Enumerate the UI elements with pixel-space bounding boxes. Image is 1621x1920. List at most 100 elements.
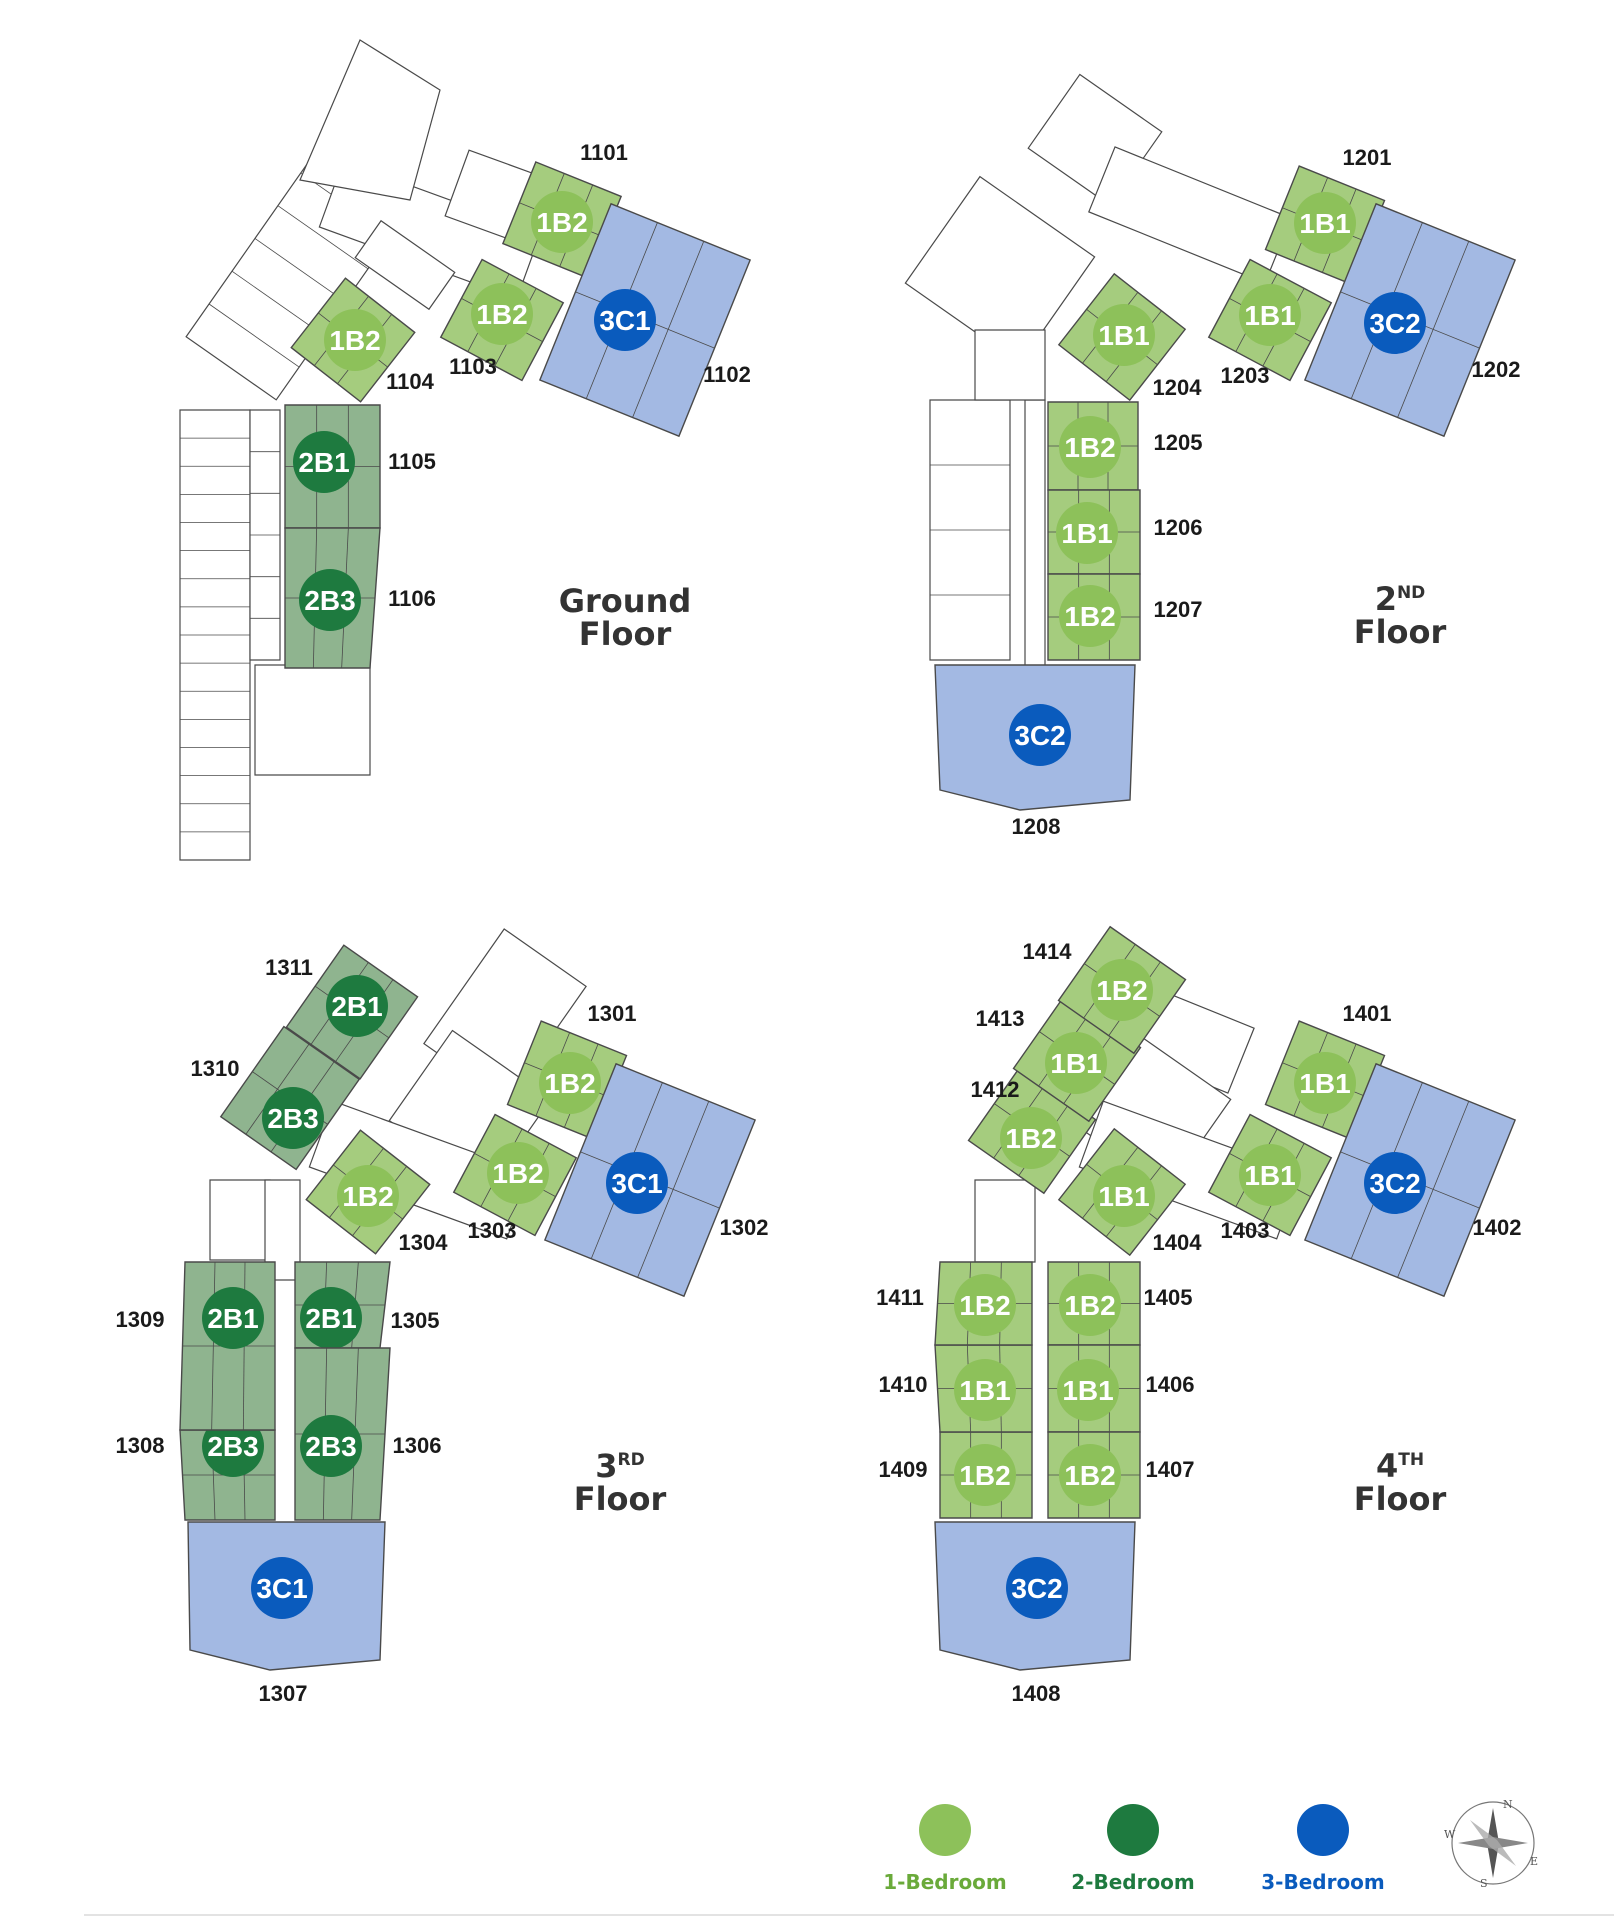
unit-number: 1207 (1154, 597, 1203, 622)
floor-number-suffix: ND (1397, 583, 1425, 603)
compass-south: S (1480, 1877, 1488, 1890)
unit-type-badge (202, 1287, 264, 1349)
unit-type-label: 1B2 (1005, 1123, 1056, 1154)
unit-type-label: 2B1 (331, 991, 382, 1022)
unit-type-label: 1B2 (1064, 432, 1115, 463)
compass-east: E (1530, 1855, 1538, 1868)
legend-label: 1-Bedroom (883, 1870, 1007, 1894)
unit: 1B2 1303 (452, 1113, 578, 1243)
unit-type-badge (1059, 585, 1121, 647)
unit-type-label: 1B1 (1244, 1160, 1295, 1191)
unit-type-label: 1B2 (1064, 1290, 1115, 1321)
building-outline (1088, 146, 1292, 284)
unit-type-badge (487, 1142, 549, 1204)
unit-type-label: 1B2 (492, 1158, 543, 1189)
floor-title-main: Ground (559, 582, 692, 620)
unit-type-badge (326, 975, 388, 1037)
unit-number: 1204 (1153, 375, 1203, 400)
unit-type-label: 1B2 (476, 299, 527, 330)
unit-number: 1308 (116, 1433, 165, 1458)
unit-type-label: 1B1 (1098, 320, 1149, 351)
unit-type-label: 1B1 (959, 1375, 1010, 1406)
unit-type-badge (299, 569, 361, 631)
building-outline (254, 664, 371, 776)
floor-number: 3 (595, 1447, 617, 1485)
unit-number: 1414 (1023, 939, 1073, 964)
unit-type-label: 3C1 (599, 305, 650, 336)
unit-number: 1201 (1343, 145, 1392, 170)
floor-title-word: Floor (1354, 1480, 1447, 1518)
unit-type-badge (1093, 1165, 1155, 1227)
building-outline (299, 39, 441, 201)
unit-type-badge (1294, 192, 1356, 254)
unit: 1B1 1406 (1047, 1344, 1195, 1433)
unit-type-badge (1239, 1144, 1301, 1206)
bottom-divider (84, 1914, 1614, 1916)
unit-type-badge (954, 1359, 1016, 1421)
unit-type-label: 3C2 (1011, 1573, 1062, 1604)
unit-number: 1406 (1146, 1372, 1195, 1397)
unit-number: 1310 (191, 1056, 240, 1081)
unit-number: 1205 (1154, 430, 1203, 455)
unit-type-badge (954, 1444, 1016, 1506)
unit-type-badge (1294, 1052, 1356, 1114)
unit-type-label: 1B1 (1061, 518, 1112, 549)
legend-label: 3-Bedroom (1261, 1870, 1385, 1894)
unit-number: 1307 (259, 1681, 308, 1706)
unit-number: 1303 (468, 1218, 517, 1243)
unit-type-badge (1093, 304, 1155, 366)
unit-type-badge (1057, 1359, 1119, 1421)
unit-number: 1403 (1221, 1218, 1270, 1243)
unit-type-badge (1364, 1152, 1426, 1214)
unit-type-label: 3C2 (1369, 308, 1420, 339)
unit-type-badge (293, 431, 355, 493)
unit-number: 1309 (116, 1307, 165, 1332)
unit-type-badge (606, 1152, 668, 1214)
unit-type-label: 1B2 (329, 325, 380, 356)
legend-swatch (1107, 1804, 1159, 1856)
unit-type-badge (1045, 1032, 1107, 1094)
unit-number: 1105 (388, 449, 436, 474)
unit-type-label: 1B2 (342, 1181, 393, 1212)
unit-type-badge (300, 1287, 362, 1349)
unit-type-label: 2B3 (207, 1431, 258, 1462)
unit-number: 1409 (879, 1457, 928, 1482)
unit-type-badge (594, 289, 656, 351)
building-outline (974, 1179, 1036, 1263)
floor-title-word: Floor (1354, 613, 1447, 651)
unit-number: 1404 (1153, 1230, 1203, 1255)
unit: 1B1 1403 (1207, 1113, 1333, 1243)
unit-type-badge (539, 1052, 601, 1114)
unit-number: 1208 (1012, 814, 1061, 839)
floor-title-word: Floor (579, 615, 672, 653)
unit-number: 1410 (879, 1372, 928, 1397)
unit-number: 1304 (399, 1230, 449, 1255)
compass-west: W (1444, 1828, 1456, 1841)
floor-title-main: 2ND (1375, 580, 1426, 618)
unit-number: 1106 (388, 586, 436, 611)
unit-type-label: 1B1 (1062, 1375, 1113, 1406)
unit-number: 1411 (876, 1285, 924, 1310)
unit-type-badge (1091, 959, 1153, 1021)
unit-number: 1202 (1472, 357, 1521, 382)
floor-number-suffix: TH (1398, 1450, 1424, 1470)
unit-type-badge (337, 1165, 399, 1227)
building-outline (354, 219, 456, 311)
unit-number: 1407 (1146, 1457, 1195, 1482)
unit-type-badge (1009, 704, 1071, 766)
